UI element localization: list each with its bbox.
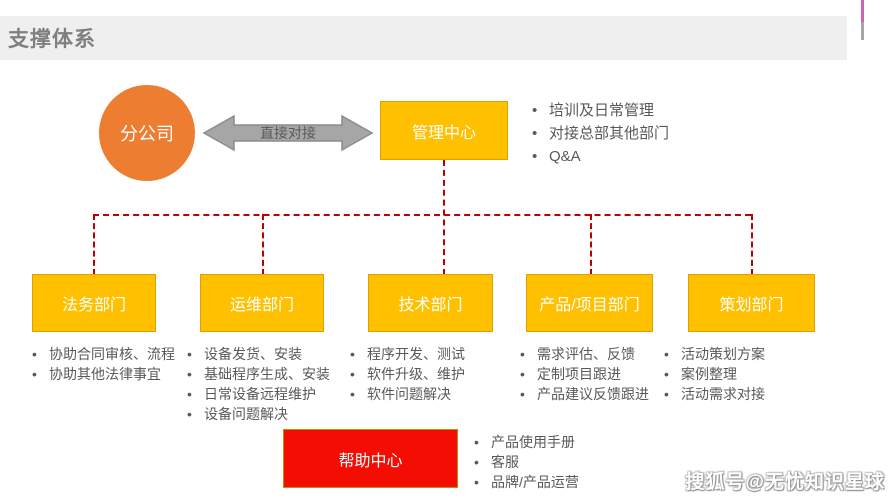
connector-drop-legal bbox=[93, 214, 95, 275]
list-item: 基础程序生成、安装 bbox=[183, 364, 353, 384]
dept-list-legal: 协助合同审核、流程协助其他法律事宜 bbox=[28, 344, 198, 384]
dept-label-legal: 法务部门 bbox=[61, 297, 126, 314]
connector-center-vertical bbox=[443, 160, 445, 275]
management-center-node: 管理中心 bbox=[380, 101, 508, 160]
corner-tick-gray bbox=[861, 22, 864, 40]
list-item: 培训及日常管理 bbox=[528, 99, 669, 122]
list-item: 软件问题解决 bbox=[346, 384, 516, 404]
dept-list-ops: 设备发货、安装基础程序生成、安装日常设备远程维护设备问题解决 bbox=[183, 344, 353, 424]
direct-connection-arrow: 直接对接 bbox=[202, 111, 374, 155]
dept-list-planning: 活动策划方案案例整理活动需求对接 bbox=[660, 344, 830, 404]
dept-label-ops: 运维部门 bbox=[229, 297, 294, 314]
list-item: 需求评估、反馈 bbox=[516, 344, 686, 364]
dept-label-tech: 技术部门 bbox=[398, 297, 463, 314]
list-item: 案例整理 bbox=[660, 364, 830, 384]
dept-node-ops: 运维部门 bbox=[200, 274, 324, 332]
connector-drop-ops bbox=[262, 214, 264, 275]
dept-list-tech: 程序开发、测试软件升级、维护软件问题解决 bbox=[346, 344, 516, 404]
list-item: 日常设备远程维护 bbox=[183, 384, 353, 404]
connector-drop-planning bbox=[751, 214, 753, 275]
arrow-label: 直接对接 bbox=[260, 125, 316, 141]
list-item: 软件升级、维护 bbox=[346, 364, 516, 384]
list-item: 活动策划方案 bbox=[660, 344, 830, 364]
dept-node-product: 产品/项目部门 bbox=[526, 274, 653, 332]
list-item: Q&A bbox=[528, 145, 669, 168]
connector-horizontal-bus bbox=[93, 214, 751, 216]
header-band: 支撑体系 bbox=[0, 16, 847, 60]
list-item: 客服 bbox=[470, 452, 579, 472]
list-item: 定制项目跟进 bbox=[516, 364, 686, 384]
dept-node-tech: 技术部门 bbox=[368, 274, 493, 332]
help-center-label: 帮助中心 bbox=[338, 452, 403, 470]
dept-node-planning: 策划部门 bbox=[688, 274, 815, 332]
dept-label-planning: 策划部门 bbox=[719, 297, 784, 314]
list-item: 活动需求对接 bbox=[660, 384, 830, 404]
list-item: 品牌/产品运营 bbox=[470, 472, 579, 492]
help-center-list: 产品使用手册客服品牌/产品运营 bbox=[470, 432, 579, 492]
dept-label-product: 产品/项目部门 bbox=[539, 297, 640, 314]
corner-tick-pink bbox=[861, 0, 864, 22]
list-item: 协助其他法律事宜 bbox=[28, 364, 198, 384]
list-item: 协助合同审核、流程 bbox=[28, 344, 198, 364]
page-title: 支撑体系 bbox=[8, 28, 96, 51]
list-item: 设备发货、安装 bbox=[183, 344, 353, 364]
management-center-list: 培训及日常管理对接总部其他部门Q&A bbox=[528, 99, 669, 168]
list-item: 产品使用手册 bbox=[470, 432, 579, 452]
branch-company-node: 分公司 bbox=[99, 85, 195, 181]
list-item: 产品建议反馈跟进 bbox=[516, 384, 686, 404]
dept-list-product: 需求评估、反馈定制项目跟进产品建议反馈跟进 bbox=[516, 344, 686, 404]
connector-drop-product bbox=[590, 214, 592, 275]
branch-company-label: 分公司 bbox=[120, 124, 174, 144]
help-center-node: 帮助中心 bbox=[283, 429, 458, 488]
double-arrow-icon bbox=[202, 114, 374, 152]
dept-node-legal: 法务部门 bbox=[32, 274, 156, 332]
management-center-label: 管理中心 bbox=[411, 124, 476, 142]
list-item: 对接总部其他部门 bbox=[528, 122, 669, 145]
list-item: 设备问题解决 bbox=[183, 404, 353, 424]
watermark: 搜狐号@无忧知识星球 bbox=[685, 472, 885, 493]
list-item: 程序开发、测试 bbox=[346, 344, 516, 364]
